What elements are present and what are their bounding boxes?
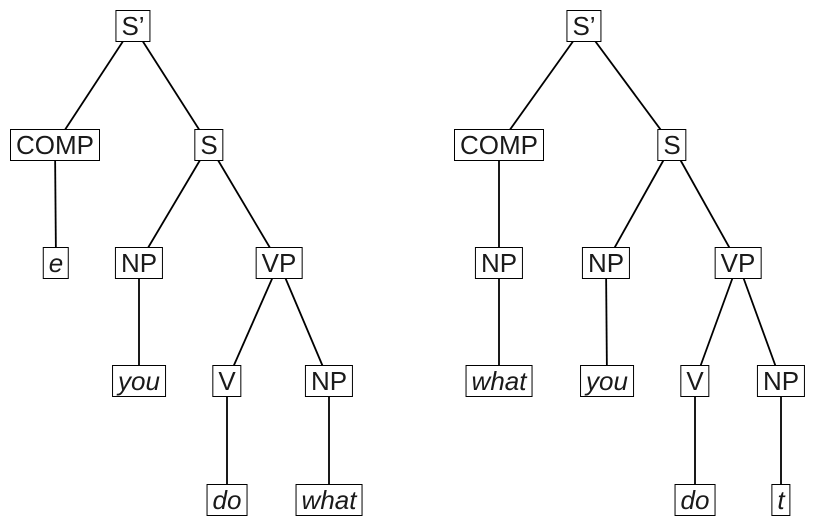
tree-node-right-tree-t: t bbox=[771, 484, 791, 516]
tree-edge-right-tree-s-vp bbox=[671, 144, 739, 264]
tree-node-right-tree-s-bar: S’ bbox=[566, 10, 602, 42]
tree-edge-right-tree-vp-v bbox=[694, 262, 739, 382]
tree-node-left-tree-s: S bbox=[194, 129, 224, 161]
tree-node-right-tree-np-obj: NP bbox=[756, 365, 806, 397]
tree-node-left-tree-v: V bbox=[212, 365, 242, 397]
tree-edge-left-tree-comp-e bbox=[54, 144, 57, 264]
tree-edge-left-tree-s-np-subj bbox=[138, 144, 210, 264]
tree-node-left-tree-np-subj: NP bbox=[114, 247, 164, 279]
tree-node-right-tree-what: what bbox=[465, 365, 533, 397]
tree-node-right-tree-do: do bbox=[674, 484, 716, 516]
tree-edge-right-tree-np-subj-you bbox=[605, 262, 608, 382]
tree-node-right-tree-s: S bbox=[657, 129, 687, 161]
tree-edge-left-tree-s-bar-s bbox=[132, 25, 210, 146]
tree-edge-left-tree-vp-np-obj bbox=[278, 262, 330, 382]
tree-node-right-tree-v: V bbox=[680, 365, 710, 397]
tree-node-right-tree-vp: VP bbox=[714, 247, 762, 279]
tree-node-left-tree-comp: COMP bbox=[10, 129, 100, 161]
tree-node-right-tree-np-comp: NP bbox=[474, 247, 524, 279]
tree-node-left-tree-e: e bbox=[42, 247, 70, 279]
tree-node-right-tree-you: you bbox=[580, 365, 634, 397]
tree-edge-right-tree-s-np-subj bbox=[605, 144, 673, 264]
tree-node-left-tree-vp: VP bbox=[255, 247, 303, 279]
tree-node-left-tree-np-obj: NP bbox=[304, 365, 354, 397]
tree-edge-left-tree-vp-v bbox=[226, 262, 280, 382]
tree-edge-left-tree-s-vp bbox=[208, 144, 280, 264]
tree-node-left-tree-you: you bbox=[112, 365, 166, 397]
tree-node-left-tree-do: do bbox=[206, 484, 248, 516]
tree-edge-right-tree-s-bar-comp bbox=[498, 25, 585, 146]
tree-node-right-tree-comp: COMP bbox=[454, 129, 544, 161]
tree-node-left-tree-s-bar: S’ bbox=[115, 10, 151, 42]
tree-edge-right-tree-s-bar-s bbox=[583, 25, 673, 146]
tree-edge-left-tree-s-bar-comp bbox=[54, 25, 134, 146]
tree-node-right-tree-np-subj: NP bbox=[581, 247, 631, 279]
tree-node-left-tree-what: what bbox=[295, 484, 363, 516]
tree-edge-right-tree-vp-np-obj bbox=[737, 262, 782, 382]
